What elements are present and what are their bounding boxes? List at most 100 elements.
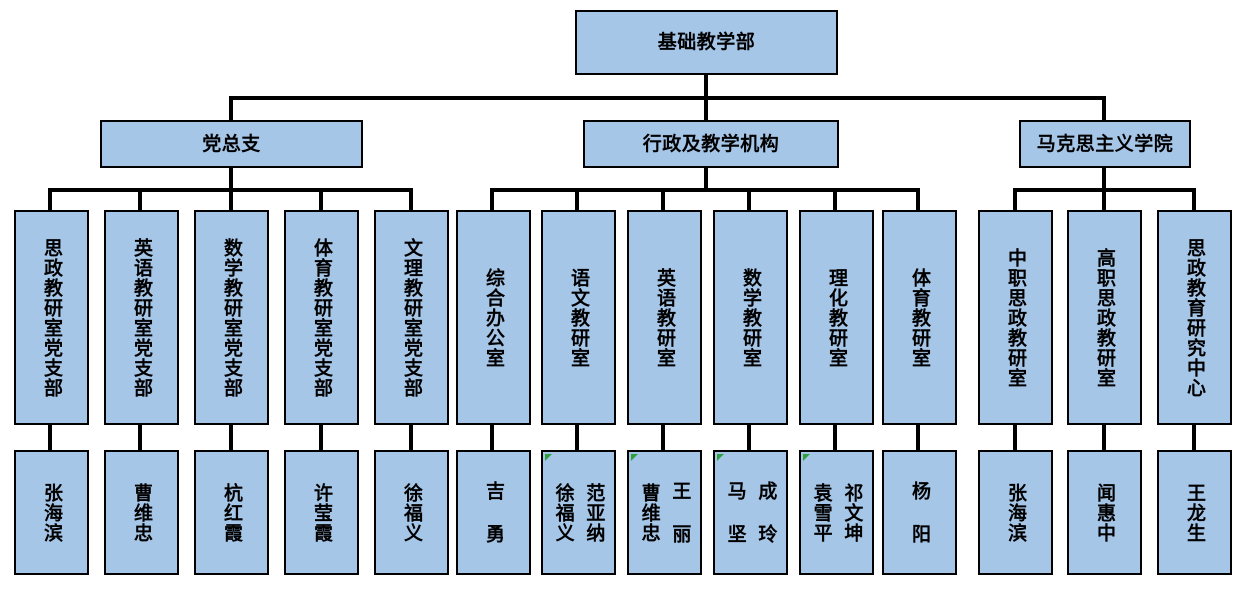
- connector-party-child-3: [319, 188, 323, 210]
- name-node-marxism-2-label: 王龙生: [1184, 482, 1206, 543]
- review-flag-icon: [631, 454, 638, 461]
- dept-node-party-1-label: 英语教研室党支部: [131, 237, 153, 398]
- dept-node-marxism-2-label: 思政教育研究中心: [1184, 237, 1206, 398]
- connector-name-marxism-0: [1013, 425, 1017, 452]
- dept-node-admin-3-label: 数学教研室: [740, 267, 762, 368]
- name-node-admin-4[interactable]: 袁雪平 祁文坤: [799, 450, 874, 575]
- branch-header-party[interactable]: 党总支: [100, 120, 363, 168]
- dept-node-admin-4-label: 理化教研室: [826, 267, 848, 368]
- name-node-admin-3[interactable]: 马 坚 成 玲: [713, 450, 788, 575]
- name-node-admin-4-label-1: 祁文坤: [841, 482, 864, 543]
- name-node-party-3-label: 许莹霞: [311, 482, 333, 543]
- connector-name-admin-3: [747, 425, 751, 452]
- dept-node-admin-4[interactable]: 理化教研室: [799, 210, 874, 425]
- connector-admin-child-3: [747, 188, 751, 210]
- dept-node-admin-2[interactable]: 英语教研室: [627, 210, 702, 425]
- connector-admin-child-5: [916, 188, 920, 210]
- connector-name-party-0: [48, 425, 52, 452]
- connector-name-admin-0: [490, 425, 494, 452]
- dept-node-marxism-0-label: 中职思政教研室: [1005, 247, 1027, 388]
- branch-header-marxism[interactable]: 马克思主义学院: [1019, 120, 1191, 168]
- connector-name-marxism-2: [1192, 425, 1196, 452]
- connector-admin-child-4: [833, 188, 837, 210]
- name-node-marxism-0[interactable]: 张海滨: [978, 450, 1053, 575]
- dept-node-party-4[interactable]: 文理教研室党支部: [374, 210, 449, 425]
- connector-party-child-1: [138, 188, 142, 210]
- connector-admin-stem: [704, 168, 708, 190]
- dept-node-party-0[interactable]: 思政教研室党支部: [14, 210, 89, 425]
- name-node-admin-1-label-1: 范亚纳: [583, 482, 606, 543]
- dept-node-admin-1[interactable]: 语文教研室: [541, 210, 616, 425]
- name-node-party-2[interactable]: 杭红霞: [194, 450, 269, 575]
- connector-marxism-child-0: [1013, 188, 1017, 210]
- review-flag-icon: [717, 454, 724, 461]
- dept-node-marxism-0[interactable]: 中职思政教研室: [978, 210, 1053, 425]
- dept-node-admin-5[interactable]: 体育教研室: [882, 210, 957, 425]
- branch-header-party-label: 党总支: [202, 132, 261, 155]
- name-node-party-1-label: 曹维忠: [131, 482, 153, 543]
- dept-node-marxism-1-label: 高职思政教研室: [1094, 247, 1116, 388]
- connector-root-stem: [704, 75, 708, 98]
- connector-marxism-stem: [1102, 168, 1106, 190]
- name-node-admin-0-label: 吉 勇: [483, 481, 505, 544]
- root-node[interactable]: 基础教学部: [575, 10, 838, 75]
- connector-marxism-child-2: [1192, 188, 1196, 210]
- name-node-marxism-1-label: 闻惠中: [1094, 482, 1116, 543]
- name-node-admin-1[interactable]: 徐福义 范亚纳: [541, 450, 616, 575]
- connector-admin-child-1: [575, 188, 579, 210]
- connector-party-child-4: [409, 188, 413, 210]
- name-node-admin-3-label-0: 马 坚: [724, 481, 747, 544]
- name-node-admin-4-label-0: 袁雪平: [810, 482, 833, 543]
- root-node-label: 基础教学部: [657, 31, 756, 54]
- name-node-admin-5-label: 杨 阳: [909, 481, 931, 544]
- dept-node-party-3[interactable]: 体育教研室党支部: [284, 210, 359, 425]
- name-node-party-1[interactable]: 曹维忠: [104, 450, 179, 575]
- name-node-party-0-label: 张海滨: [41, 482, 63, 543]
- dept-node-party-1[interactable]: 英语教研室党支部: [104, 210, 179, 425]
- dept-node-admin-2-label: 英语教研室: [654, 267, 676, 368]
- name-node-party-4-label: 徐福义: [401, 482, 423, 543]
- name-node-marxism-2[interactable]: 王龙生: [1157, 450, 1232, 575]
- name-node-party-2-label: 杭红霞: [221, 482, 243, 543]
- connector-name-admin-4: [833, 425, 837, 452]
- connector-drop-party: [229, 96, 233, 120]
- branch-header-admin[interactable]: 行政及教学机构: [583, 120, 839, 168]
- connector-name-party-2: [229, 425, 233, 452]
- connector-marxism-child-1: [1102, 188, 1106, 210]
- dept-node-admin-0[interactable]: 综合办公室: [456, 210, 531, 425]
- connector-name-admin-5: [916, 425, 920, 452]
- connector-name-party-4: [409, 425, 413, 452]
- connector-admin-bus: [490, 188, 920, 192]
- dept-node-admin-5-label: 体育教研室: [909, 267, 931, 368]
- dept-node-marxism-2[interactable]: 思政教育研究中心: [1157, 210, 1232, 425]
- connector-name-party-1: [138, 425, 142, 452]
- name-node-admin-2[interactable]: 曹维忠 王 丽: [627, 450, 702, 575]
- name-node-party-4[interactable]: 徐福义: [374, 450, 449, 575]
- name-node-marxism-1[interactable]: 闻惠中: [1067, 450, 1142, 575]
- name-node-party-0[interactable]: 张海滨: [14, 450, 89, 575]
- connector-name-admin-2: [661, 425, 665, 452]
- review-flag-icon: [545, 454, 552, 461]
- name-node-party-3[interactable]: 许莹霞: [284, 450, 359, 575]
- name-node-admin-0[interactable]: 吉 勇: [456, 450, 531, 575]
- name-node-marxism-0-label: 张海滨: [1005, 482, 1027, 543]
- name-node-admin-1-label-0: 徐福义: [552, 482, 575, 543]
- dept-node-party-2[interactable]: 数学教研室党支部: [194, 210, 269, 425]
- connector-name-marxism-1: [1102, 425, 1106, 452]
- connector-drop-admin: [704, 96, 708, 120]
- branch-header-admin-label: 行政及教学机构: [642, 132, 780, 155]
- dept-node-admin-0-label: 综合办公室: [483, 267, 505, 368]
- connector-admin-child-0: [490, 188, 494, 210]
- name-node-admin-2-label-0: 曹维忠: [638, 482, 661, 543]
- connector-admin-child-2: [661, 188, 665, 210]
- connector-main-bus: [229, 96, 1106, 100]
- name-node-admin-5[interactable]: 杨 阳: [882, 450, 957, 575]
- connector-drop-marxism: [1102, 96, 1106, 120]
- connector-name-party-3: [319, 425, 323, 452]
- dept-node-admin-3[interactable]: 数学教研室: [713, 210, 788, 425]
- connector-name-admin-1: [575, 425, 579, 452]
- dept-node-marxism-1[interactable]: 高职思政教研室: [1067, 210, 1142, 425]
- dept-node-party-2-label: 数学教研室党支部: [221, 237, 243, 398]
- review-flag-icon: [803, 454, 810, 461]
